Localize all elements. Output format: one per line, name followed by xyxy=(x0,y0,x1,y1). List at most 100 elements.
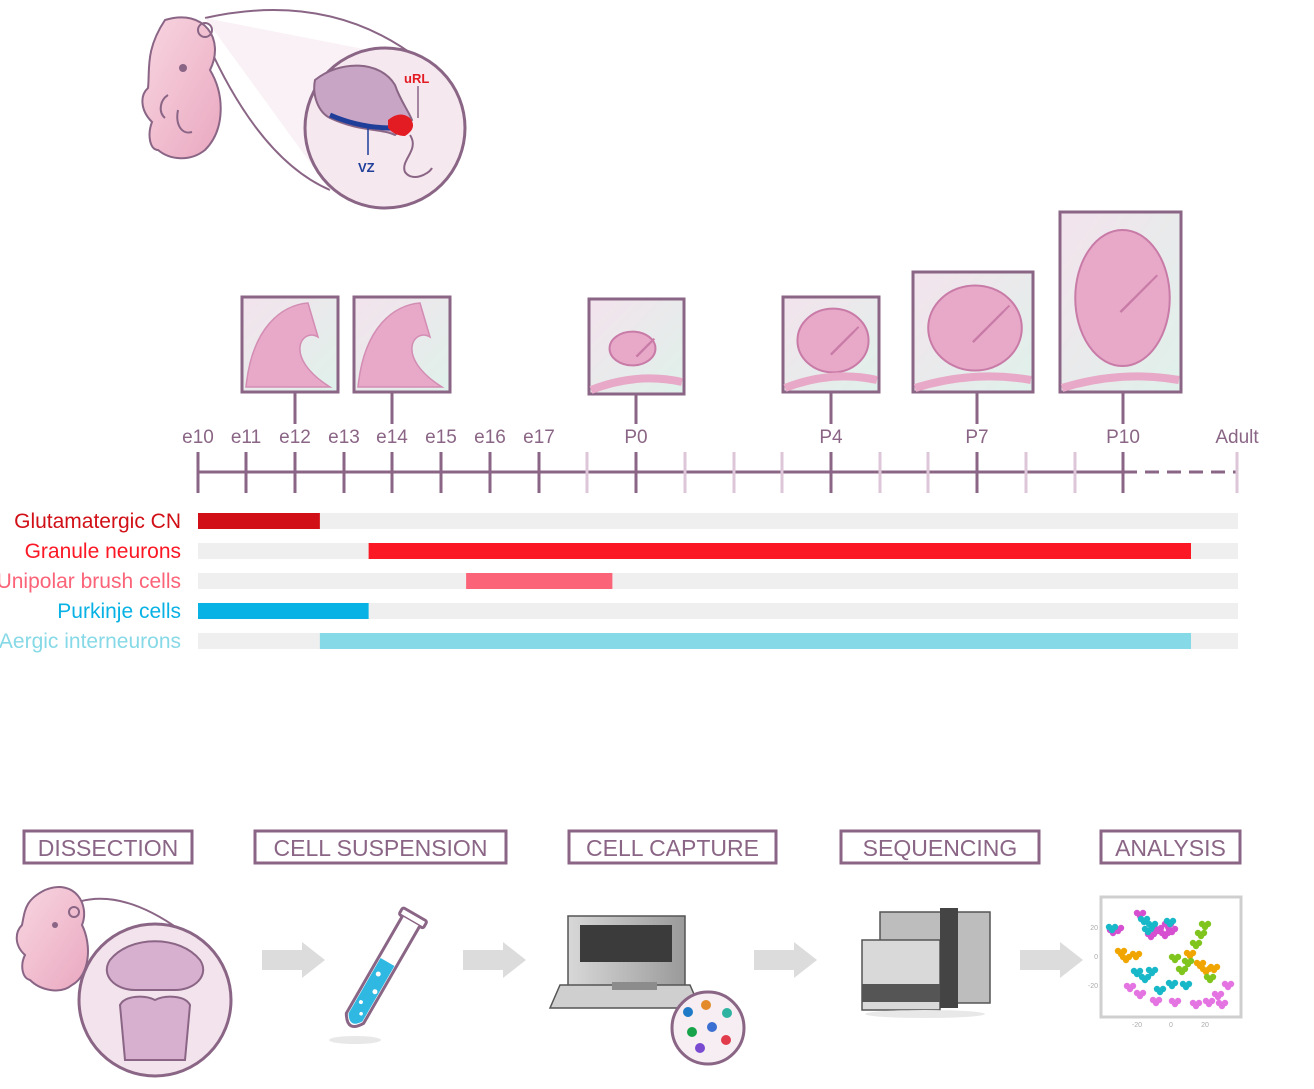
tsne-point xyxy=(1139,909,1147,917)
tsne-point xyxy=(1136,967,1144,975)
tsne-point xyxy=(1151,920,1159,928)
workflow-step-label: ANALYSIS xyxy=(1115,835,1226,861)
tsne-point xyxy=(1221,999,1229,1007)
cell-type-track xyxy=(198,513,1238,529)
cell-type-label: GABAergic interneurons xyxy=(0,630,181,653)
arrow-icon xyxy=(262,942,325,978)
workflow-arrows xyxy=(262,942,1083,978)
tsne-point xyxy=(1174,953,1182,961)
workflow-step-label: CELL SUSPENSION xyxy=(274,835,488,861)
section-image-P4 xyxy=(781,295,881,394)
workflow-step: ANALYSIS xyxy=(1099,829,1242,865)
section-image-P10 xyxy=(1058,210,1183,394)
cell-capture-machine-illustration xyxy=(548,915,746,1066)
tsne-point xyxy=(1208,997,1216,1005)
tsne-y-tick: 0 xyxy=(1094,954,1098,961)
tsne-y-tick: 20 xyxy=(1090,925,1098,932)
section-image-e12 xyxy=(240,295,340,394)
tick-label-e15: e15 xyxy=(425,427,457,448)
tsne-point xyxy=(1217,990,1225,998)
tsne-x-tick: 0 xyxy=(1169,1022,1173,1029)
sequencer-illustration xyxy=(861,908,991,1018)
cell-type-bar xyxy=(198,603,369,619)
tsne-point xyxy=(1139,989,1147,997)
tsne-point xyxy=(1164,929,1172,937)
tick-label-e10: e10 xyxy=(182,427,214,448)
cell-type-bar xyxy=(198,513,320,529)
arrow-icon xyxy=(463,942,526,978)
tsne-point xyxy=(1169,917,1177,925)
tsne-point xyxy=(1189,949,1197,957)
tick-label-P10: P10 xyxy=(1106,427,1140,448)
dissection-illustration xyxy=(15,886,233,1078)
tsne-plot: 20 0 -20 -20 0 20 xyxy=(1088,895,1243,1029)
histology-sections xyxy=(240,210,1183,424)
tsne-point xyxy=(1187,957,1195,965)
tsne-point xyxy=(1213,963,1221,971)
tick-label-P0: P0 xyxy=(624,427,647,448)
tsne-point xyxy=(1135,950,1143,958)
tick-label-P4: P4 xyxy=(819,427,843,448)
tsne-point xyxy=(1171,979,1179,987)
tsne-point xyxy=(1117,924,1125,932)
arrow-icon xyxy=(1020,942,1083,978)
arrow-icon xyxy=(754,942,817,978)
cell-type-label: Granule neurons xyxy=(25,540,181,563)
workflow-step: CELL CAPTURE xyxy=(567,829,778,865)
workflow-step-label: CELL CAPTURE xyxy=(586,835,759,861)
cell-type-label: Purkinje cells xyxy=(57,600,181,623)
cell-type-track xyxy=(198,603,1238,619)
tick-label-P7: P7 xyxy=(965,427,988,448)
tsne-y-tick: -20 xyxy=(1088,983,1098,990)
tick-label-e17: e17 xyxy=(523,427,555,448)
tsne-point xyxy=(1151,966,1159,974)
tsne-point xyxy=(1171,925,1179,933)
cell-type-bars: Glutamatergic CN Granule neuronsUnipolar … xyxy=(0,510,1238,653)
workflow-step-label: DISSECTION xyxy=(38,835,179,861)
url-label: uRL xyxy=(404,71,429,86)
cell-type-bar xyxy=(368,543,1191,559)
tsne-point xyxy=(1120,947,1128,955)
tsne-x-tick: -20 xyxy=(1132,1022,1142,1029)
vz-label: VZ xyxy=(358,160,375,175)
tsne-point xyxy=(1204,920,1212,928)
tsne-point xyxy=(1174,997,1182,1005)
tsne-x-tick: 20 xyxy=(1201,1022,1209,1029)
cell-type-bar xyxy=(319,633,1191,649)
tsne-point xyxy=(1209,973,1217,981)
tsne-point xyxy=(1144,973,1152,981)
tick-label-e14: e14 xyxy=(376,427,408,448)
tsne-point xyxy=(1143,915,1151,923)
tick-label-e11: e11 xyxy=(231,427,261,448)
development-timeline: e10 e11 e12 e13 e14 e15 e16 e17 P0 P4 P7 P10 Adult xyxy=(182,427,1259,493)
cell-type-track xyxy=(198,573,1238,589)
workflow-step: DISSECTION xyxy=(22,829,194,865)
tsne-point xyxy=(1155,996,1163,1004)
tsne-point xyxy=(1181,965,1189,973)
tsne-point xyxy=(1111,923,1119,931)
tick-label-Adult: Adult xyxy=(1215,427,1259,448)
test-tube-illustration xyxy=(344,906,428,1028)
section-image-e14 xyxy=(352,295,452,394)
tick-label-e12: e12 xyxy=(279,427,311,448)
workflow-step: SEQUENCING xyxy=(839,829,1041,865)
workflow-illustrations: 20 0 -20 -20 0 20 xyxy=(15,886,1243,1078)
tick-label-e13: e13 xyxy=(328,427,360,448)
section-image-P7 xyxy=(911,270,1035,394)
cell-type-bar xyxy=(466,573,613,589)
tick-label-e16: e16 xyxy=(474,427,506,448)
workflow-step: CELL SUSPENSION xyxy=(253,829,508,865)
embryo-illustration: uRL VZ xyxy=(141,9,467,210)
tsne-point xyxy=(1157,924,1165,932)
tsne-point xyxy=(1199,959,1207,967)
tsne-point xyxy=(1195,939,1203,947)
tsne-point xyxy=(1185,980,1193,988)
tsne-point xyxy=(1227,980,1235,988)
cell-type-label: Glutamatergic CN xyxy=(14,510,181,533)
section-image-P0 xyxy=(587,297,686,396)
tsne-point xyxy=(1159,985,1167,993)
tsne-point xyxy=(1195,999,1203,1007)
workflow-step-label: SEQUENCING xyxy=(863,835,1018,861)
cell-type-label: Unipolar brush cells xyxy=(0,570,181,593)
